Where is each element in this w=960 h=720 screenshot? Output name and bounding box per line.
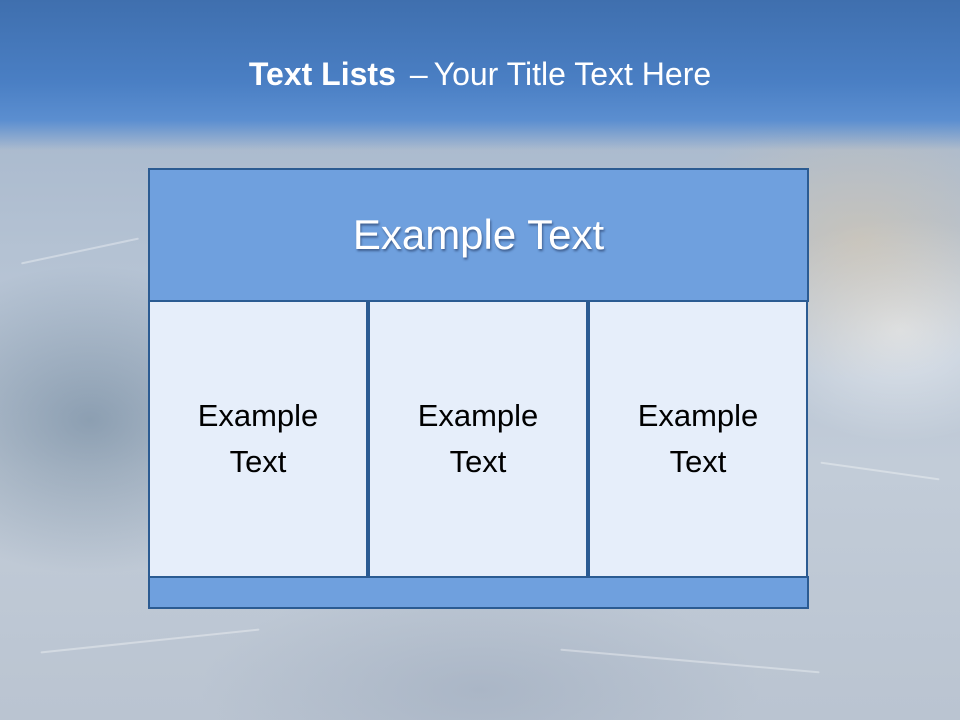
list-cell-line: Example: [197, 398, 319, 433]
list-cell-line: Text: [229, 444, 287, 479]
list-cell-text: Example Text: [623, 393, 773, 485]
background-wave: [560, 648, 820, 674]
list-cell-line: Example: [637, 398, 759, 433]
slide-title: Text Lists–Your Title Text Here: [0, 52, 960, 96]
list-cell-line: Text: [449, 444, 507, 479]
title-bold-text: Text Lists: [248, 56, 396, 92]
text-list-panel: Example Text Example Text Example Text E…: [148, 168, 809, 609]
list-cell-text: Example Text: [183, 393, 333, 485]
list-cell: Example Text: [368, 300, 588, 578]
panel-header-box: Example Text: [148, 168, 809, 302]
title-bar: [0, 0, 960, 150]
panel-header-text: Example Text: [352, 211, 605, 258]
background-wave: [40, 628, 260, 654]
list-cell-line: Example: [417, 398, 539, 433]
list-cell: Example Text: [588, 300, 808, 578]
background-wave: [21, 237, 139, 265]
list-cell: Example Text: [148, 300, 368, 578]
panel-footer-bar: [148, 576, 809, 609]
background-wave: [820, 461, 940, 481]
title-subtitle-text: Your Title Text Here: [433, 56, 712, 92]
title-dash: –: [409, 56, 428, 92]
list-cell-line: Text: [669, 444, 727, 479]
list-cell-text: Example Text: [403, 393, 553, 485]
